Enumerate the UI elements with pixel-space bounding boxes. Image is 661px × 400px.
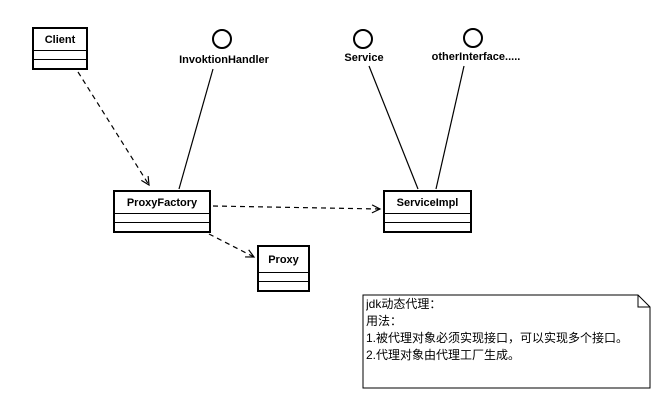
lollipop-circle-otherinterface[interactable] bbox=[463, 28, 483, 48]
dependency-proxyfactory-to-serviceimpl[interactable] bbox=[212, 204, 382, 214]
class-name-label: ProxyFactory bbox=[126, 196, 198, 209]
class-name-label: Client bbox=[44, 33, 76, 46]
note-line-rule-1: 1.被代理对象必须实现接口，可以实现多个接口。 bbox=[366, 331, 629, 345]
note-text-block: jdk动态代理： 用法： 1.被代理对象必须实现接口，可以实现多个接口。 2.代… bbox=[366, 296, 644, 364]
note-line-rule-2: 2.代理对象由代理工厂生成。 bbox=[366, 348, 521, 362]
note-line-title: jdk动态代理： bbox=[366, 297, 442, 311]
interface-label-service: Service bbox=[344, 52, 384, 64]
attributes-compartment bbox=[385, 213, 470, 222]
dependency-client-to-proxyfactory[interactable] bbox=[77, 71, 150, 187]
methods-compartment bbox=[115, 222, 209, 231]
realization-invoktionhandler-to-proxyfactory[interactable] bbox=[178, 68, 214, 190]
interface-label-invoktionhandler: InvoktionHandler bbox=[179, 54, 269, 66]
dependency-proxyfactory-to-proxy[interactable] bbox=[208, 233, 256, 258]
methods-compartment bbox=[385, 222, 470, 231]
attributes-compartment bbox=[34, 50, 86, 59]
lollipop-circle-invoktionhandler[interactable] bbox=[212, 29, 232, 49]
class-box-proxyfactory[interactable]: ProxyFactory bbox=[113, 190, 211, 233]
attributes-compartment bbox=[259, 272, 308, 281]
methods-compartment bbox=[34, 59, 86, 68]
lollipop-circle-service[interactable] bbox=[353, 29, 373, 49]
realization-otherinterface-to-serviceimpl[interactable] bbox=[435, 65, 465, 190]
realization-service-to-serviceimpl[interactable] bbox=[368, 65, 419, 190]
class-box-proxy[interactable]: Proxy bbox=[257, 245, 310, 292]
note-line-usage: 用法： bbox=[366, 314, 403, 328]
note-fold-corner bbox=[637, 295, 650, 308]
methods-compartment bbox=[259, 281, 308, 290]
attributes-compartment bbox=[115, 213, 209, 222]
note-shape[interactable] bbox=[362, 294, 651, 389]
interface-label-otherinterface: otherInterface..... bbox=[431, 51, 521, 63]
class-name-label: ServiceImpl bbox=[396, 196, 459, 209]
class-box-serviceimpl[interactable]: ServiceImpl bbox=[383, 190, 472, 233]
class-name-label: Proxy bbox=[268, 253, 299, 266]
class-box-client[interactable]: Client bbox=[32, 27, 88, 70]
